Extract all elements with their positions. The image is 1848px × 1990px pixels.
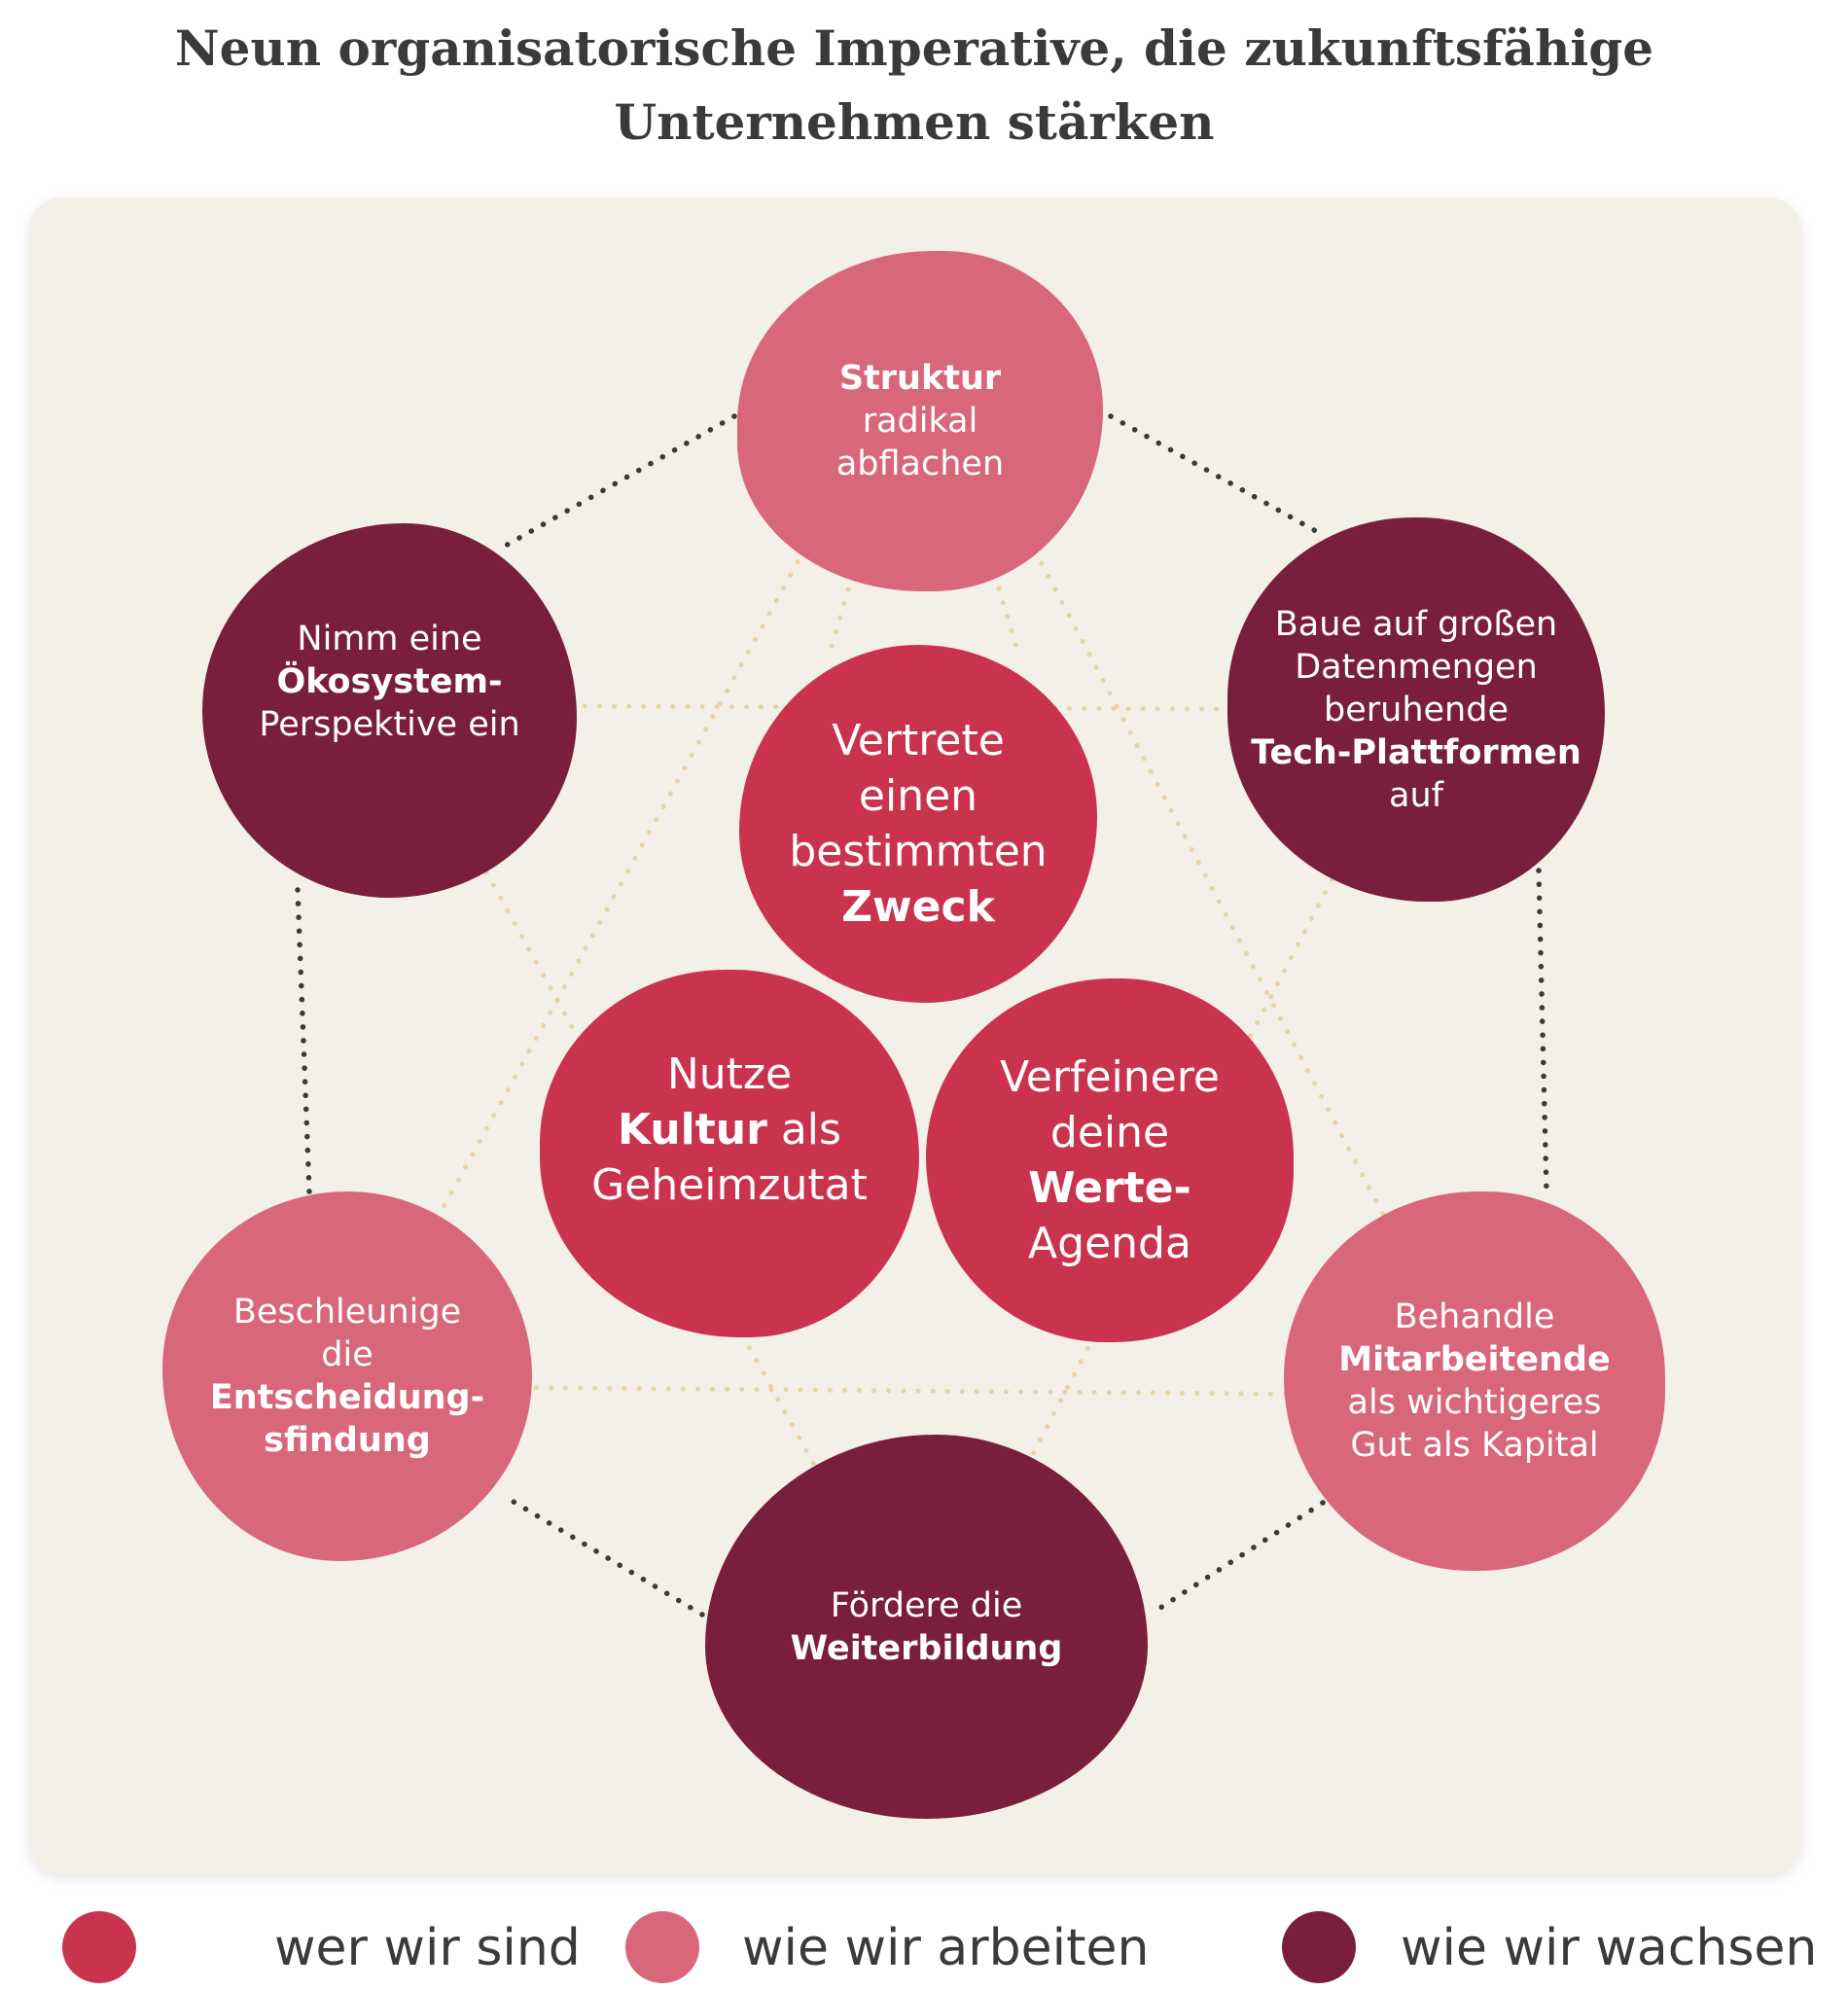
outer-connector xyxy=(1155,1500,1326,1613)
outer-connector xyxy=(501,413,737,550)
node-label: Nimm eine xyxy=(297,619,482,658)
node-label: radikal xyxy=(862,402,978,441)
node-tech-plattformen: Baue auf großen Datenmengen beruhende Te… xyxy=(1227,517,1605,902)
node-werte-agenda: Verfeinere deine Werte- Agenda xyxy=(926,978,1294,1342)
node-kultur: Nutze Kultur als Geheimzutat xyxy=(540,970,919,1337)
node-struktur-radikal-abflachen: Struktur radikal abflachen xyxy=(737,251,1103,591)
node-label: einen xyxy=(858,771,978,821)
legend-label: wie wir wachsen xyxy=(1401,1919,1818,1977)
node-label: Verfeinere xyxy=(1000,1052,1220,1102)
node-label: Tech-Plattformen xyxy=(1251,732,1581,772)
legend-dot-wie-wir-wachsen xyxy=(1282,1911,1356,1983)
page-title: Neun organisatorische Imperative, die zu… xyxy=(0,12,1829,160)
node-label: Entscheidung- xyxy=(209,1378,485,1417)
node-label: Ökosystem- xyxy=(276,661,503,701)
node-label: abflachen xyxy=(835,444,1005,483)
legend-label: wie wir arbeiten xyxy=(742,1919,1150,1977)
node-label: Nutze xyxy=(666,1048,793,1099)
node-label: die xyxy=(321,1335,373,1374)
node-label: beruhende xyxy=(1324,690,1509,729)
node-label: Behandle xyxy=(1394,1297,1555,1336)
node-label: deine xyxy=(1049,1108,1170,1157)
node-entscheidungsfindung: Beschleunige die Entscheidung- sfindung xyxy=(162,1191,532,1561)
outer-connector xyxy=(1536,868,1549,1194)
legend-dot-wer-wir-sind xyxy=(62,1911,136,1983)
legend: wer wir sind wie wir arbeiten wie wir wa… xyxy=(0,1909,1848,1987)
legend-label: wer wir sind xyxy=(274,1919,581,1977)
legend-dot-wie-wir-arbeiten xyxy=(625,1911,699,1983)
title-line-2: Unternehmen stärken xyxy=(614,93,1215,151)
node-mitarbeitende: Behandle Mitarbeitende als wichtigeres G… xyxy=(1284,1191,1665,1571)
node-label: Struktur xyxy=(838,359,1002,398)
outer-connector xyxy=(501,1493,705,1617)
node-label-rest: als xyxy=(766,1104,841,1155)
node-label: Agenda xyxy=(1028,1219,1191,1268)
outer-connector xyxy=(1108,413,1326,538)
node-label: Beschleunige xyxy=(232,1293,462,1332)
node-label: Baue auf großen xyxy=(1274,604,1558,644)
node-label: Mitarbeitende xyxy=(1338,1340,1611,1379)
node-label: Weiterbildung xyxy=(790,1628,1063,1668)
outer-connector xyxy=(295,887,312,1194)
node-label: als wichtigeres xyxy=(1347,1383,1602,1422)
node-weiterbildung: Fördere die Weiterbildung xyxy=(705,1435,1148,1819)
node-label-bold: Kultur xyxy=(618,1104,767,1155)
title-line-1: Neun organisatorische Imperative, die zu… xyxy=(174,19,1654,77)
node-oekosystem-perspektive: Nimm eine Ökosystem- Perspektive ein xyxy=(202,523,577,898)
node-label: Werte- xyxy=(1028,1163,1191,1213)
node-label: Vertrete xyxy=(832,716,1005,765)
node-label: bestimmten xyxy=(789,827,1048,876)
node-label: sfindung xyxy=(264,1421,431,1460)
node-label: Geheimzutat xyxy=(591,1159,868,1210)
node-zweck: Vertrete einen bestimmten Zweck xyxy=(739,645,1097,1003)
node-label: Fördere die xyxy=(830,1585,1023,1625)
node-label: Perspektive ein xyxy=(259,704,520,744)
node-label: Datenmengen xyxy=(1295,647,1538,687)
node-label: Zweck xyxy=(841,882,995,932)
inner-connector xyxy=(342,1383,1481,1399)
node-label: Kultur als xyxy=(618,1102,841,1157)
node-label: auf xyxy=(1389,775,1443,815)
node-label: Gut als Kapital xyxy=(1350,1426,1599,1465)
